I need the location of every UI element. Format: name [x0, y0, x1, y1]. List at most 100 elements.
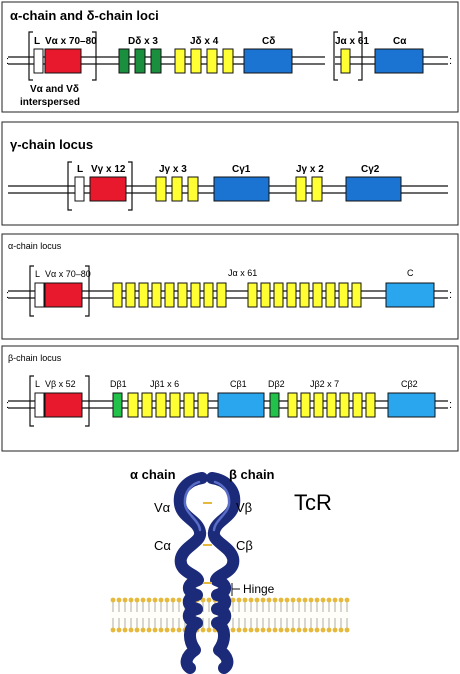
lipid-head [164, 597, 170, 603]
lipid-head [116, 627, 122, 633]
j-alpha-segment [216, 282, 227, 308]
lipid-head [170, 627, 176, 633]
label-v-gamma: Vγ x 12 [91, 164, 126, 175]
j-delta-segment [222, 48, 234, 74]
d-delta-segment [150, 48, 162, 74]
lipid-head [272, 627, 278, 633]
j-beta2-segment [365, 392, 376, 418]
v-gamma-segment [89, 176, 127, 202]
lipid-head [278, 597, 284, 603]
lipid-head [122, 627, 128, 633]
c-beta1-segment [217, 392, 265, 418]
lipid-head [326, 597, 332, 603]
label-c-beta1: Cβ1 [230, 379, 247, 389]
lipid-head [254, 597, 260, 603]
j-gamma-segment [187, 176, 199, 202]
lipid-head [176, 627, 182, 633]
label-c: C [407, 268, 414, 278]
panel-title: γ-chain locus [10, 137, 93, 152]
label-v-alpha: Vα x 70–80 [45, 269, 91, 279]
lipid-head [266, 597, 272, 603]
c-gamma1-segment [213, 176, 270, 202]
label-c-beta: Cβ [236, 538, 253, 553]
label-j-beta1: Jβ1 x 6 [150, 379, 179, 389]
lipid-head [200, 597, 206, 603]
lipid-head [344, 597, 350, 603]
j-alpha-segment [164, 282, 175, 308]
label-c-alpha: Cα [393, 36, 407, 47]
lipid-head [152, 597, 158, 603]
panel-frame [1, 121, 459, 226]
panel-title: α-chain and δ-chain loci [10, 8, 159, 23]
label-interspersed-line1: Vα and Vδ [30, 84, 79, 95]
j-beta1-segment [141, 392, 153, 418]
label-d-delta: Dδ x 3 [128, 36, 158, 47]
j-alpha-segment [138, 282, 149, 308]
label-hinge: Hinge [243, 582, 275, 596]
j-alpha-segment [151, 282, 162, 308]
lipid-head [242, 627, 248, 633]
lipid-head [230, 627, 236, 633]
lipid-head [332, 627, 338, 633]
j-beta2-segments [287, 392, 376, 418]
j-gamma-segment [295, 176, 307, 202]
bracket-right [85, 265, 90, 317]
j-delta-segment [190, 48, 202, 74]
label-d-beta2: Dβ2 [268, 379, 285, 389]
j-alpha-segment [177, 282, 188, 308]
bracket-right [128, 161, 133, 211]
lipid-head [314, 627, 320, 633]
j-beta2-segment [313, 392, 324, 418]
lipid-head [206, 627, 212, 633]
leader-segment [34, 392, 45, 418]
label-tcr: TcR [294, 490, 332, 515]
lipid-head [248, 597, 254, 603]
lipid-head [344, 627, 350, 633]
tcr-illustration: α chain β chain Vα Cα Vβ Cβ Hinge TcR [110, 467, 350, 674]
c-delta-segment [243, 48, 293, 74]
lipid-head [320, 627, 326, 633]
j-beta1-segment [155, 392, 167, 418]
j-alpha-segment [286, 282, 297, 308]
alpha-chain-highlight [183, 480, 202, 532]
label-leader: L [77, 164, 83, 175]
j-beta1-segment [183, 392, 195, 418]
bracket-left [67, 161, 72, 211]
j-alpha-segment [190, 282, 201, 308]
label-c-gamma1: Cγ1 [232, 164, 251, 175]
label-beta-chain: β chain [229, 467, 275, 482]
j-alpha-segment [112, 282, 123, 308]
bracket-left [333, 31, 338, 81]
alpha-chain [173, 472, 208, 674]
lipid-head [110, 627, 116, 633]
bracket-left [29, 265, 34, 317]
j-alpha-segment [338, 282, 349, 308]
j-delta-segment [206, 48, 218, 74]
lipid-head [332, 597, 338, 603]
j-beta1-segment [127, 392, 139, 418]
bracket-left [28, 31, 33, 81]
lipid-head [284, 597, 290, 603]
lipid-head [128, 627, 134, 633]
lipid-head [302, 597, 308, 603]
label-j-gamma2: Jγ x 2 [296, 164, 324, 175]
leader-segment [33, 48, 44, 74]
j-beta2-segment [300, 392, 311, 418]
lipid-head [260, 627, 266, 633]
strand-end: : [6, 399, 9, 411]
lipid-head [278, 627, 284, 633]
lipid-head [236, 597, 242, 603]
lipid-head [302, 627, 308, 633]
label-c-alpha: Cα [154, 538, 171, 553]
lipid-head [320, 597, 326, 603]
panel-alpha-locus: α-chain locus : : L Vα x 70–80 Jα x 61 C [1, 233, 459, 340]
j-delta-segment [174, 48, 186, 74]
label-leader: L [35, 269, 40, 279]
lipid-head [272, 597, 278, 603]
lipid-head [158, 627, 164, 633]
label-v-alpha: Vα [154, 500, 171, 515]
lipid-head [296, 597, 302, 603]
c-segment [385, 282, 435, 308]
d-delta-segment [118, 48, 130, 74]
lipid-head [338, 627, 344, 633]
